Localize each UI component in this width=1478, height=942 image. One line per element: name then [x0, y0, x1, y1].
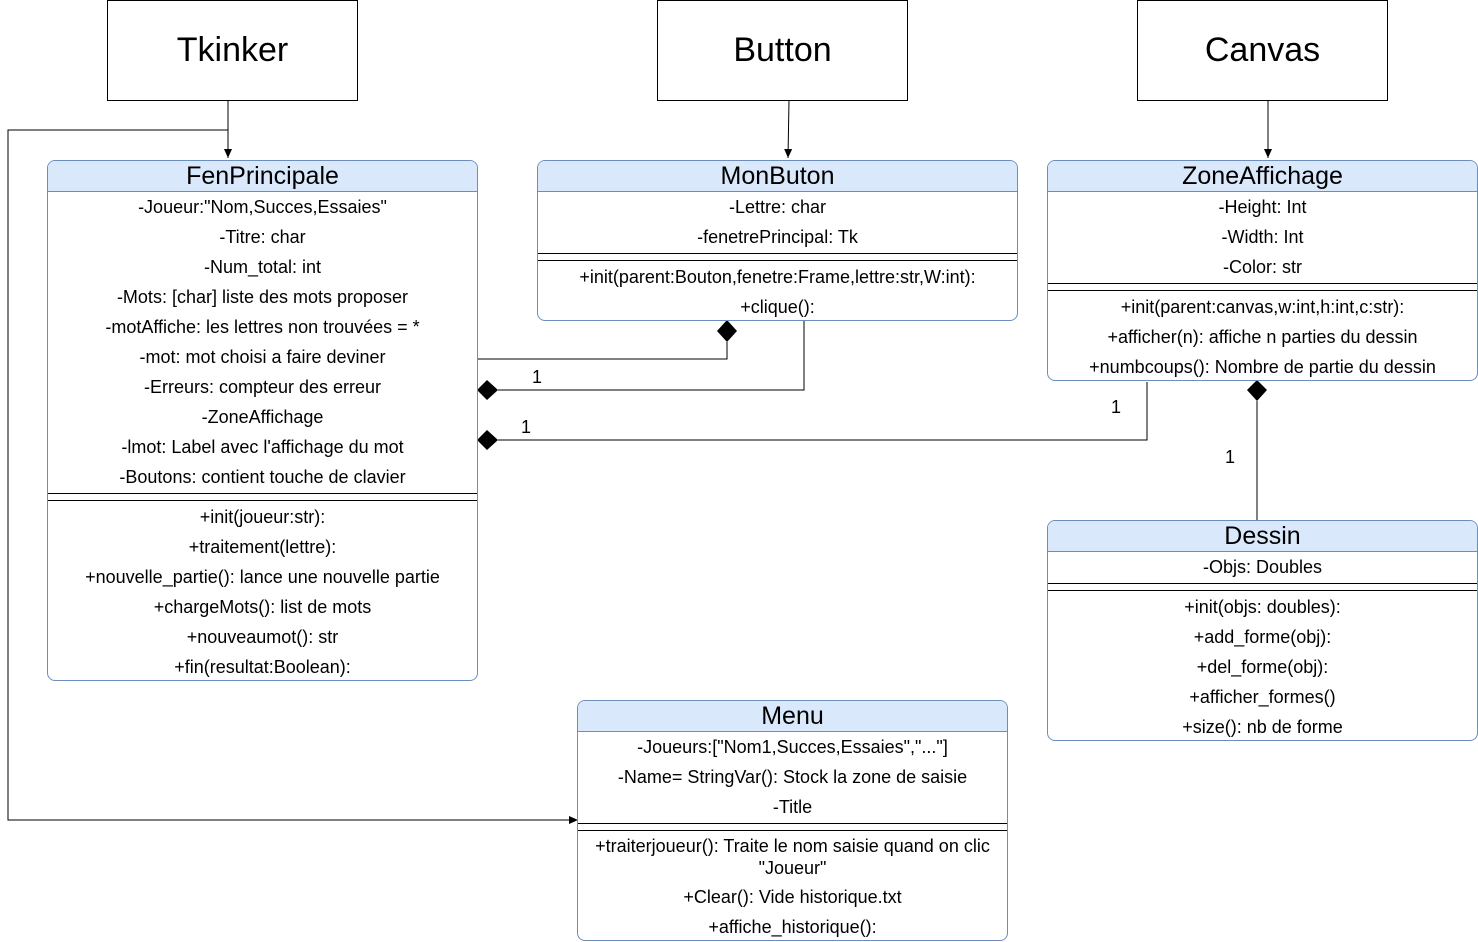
- class-name: MonButon: [538, 161, 1017, 192]
- attribute-row: -motAffiche: les lettres non trouvées = …: [105, 316, 420, 337]
- method-row: +fin(resultat:Boolean):: [174, 656, 351, 677]
- class-name: FenPrincipale: [48, 161, 477, 192]
- attribute-row: -Num_total: int: [203, 256, 322, 277]
- attribute-row: -Joueur:"Nom,Succes,Essaies": [138, 196, 387, 217]
- attribute-row: -ZoneAffichage: [201, 406, 324, 427]
- method-row: +init(parent:canvas,w:int,h:int,c:str):: [1120, 296, 1405, 317]
- class-zoneaffichage: ZoneAffichage -Height: Int -Width: Int -…: [1047, 160, 1478, 381]
- method-row: +chargeMots(): list de mots: [153, 596, 372, 617]
- method-list: +init(joueur:str): +traitement(lettre): …: [48, 502, 477, 680]
- method-row: +nouveaumot(): str: [186, 626, 339, 647]
- attribute-list: -Lettre: char -fenetrePrincipal: Tk: [538, 192, 1017, 252]
- multiplicity-label: 1: [1111, 397, 1122, 417]
- class-dessin: Dessin -Objs: Doubles +init(objs: double…: [1047, 520, 1478, 741]
- attribute-row: -Title: [772, 796, 813, 817]
- tkinker-box: Tkinker: [107, 0, 358, 101]
- canvas-label: Canvas: [1204, 31, 1321, 69]
- zone-composition-diamond: [1247, 380, 1267, 401]
- method-list: +init(parent:canvas,w:int,h:int,c:str): …: [1048, 292, 1477, 380]
- class-name: Menu: [578, 701, 1007, 732]
- fen-composition-diamond-upper: [477, 380, 498, 400]
- method-list: +init(parent:Bouton,fenetre:Frame,lettre…: [538, 262, 1017, 320]
- multiplicity-label: 1: [1225, 447, 1236, 467]
- attribute-row: -Titre: char: [219, 226, 306, 247]
- fen-to-monbuton-link: [478, 342, 728, 360]
- class-menu: Menu -Joueurs:["Nom1,Succes,Essaies","..…: [577, 700, 1008, 941]
- zone-to-fen-link: [498, 382, 1148, 441]
- method-row: +numbcoups(): Nombre de partie du dessin: [1089, 356, 1436, 377]
- attribute-row: -Erreurs: compteur des erreur: [143, 376, 382, 397]
- attribute-row: -Height: Int: [1218, 196, 1307, 217]
- attribute-row: -lmot: Label avec l'affichage du mot: [121, 436, 404, 457]
- attribute-row: -fenetrePrincipal: Tk: [697, 226, 858, 247]
- button-box: Button: [657, 0, 908, 101]
- attribute-row: -Objs: Doubles: [1202, 556, 1323, 577]
- method-row: +del_forme(obj):: [1196, 656, 1329, 677]
- class-name: ZoneAffichage: [1048, 161, 1477, 192]
- attribute-row: -Lettre: char: [728, 196, 827, 217]
- method-row: +affiche_historique():: [708, 916, 877, 937]
- class-name: Dessin: [1048, 521, 1477, 552]
- attribute-list: -Height: Int -Width: Int -Color: str: [1048, 192, 1477, 282]
- fen-composition-diamond-lower: [477, 430, 498, 450]
- button-to-monbuton-arrow: [784, 99, 793, 159]
- attribute-row: -Joueurs:["Nom1,Succes,Essaies","..."]: [637, 736, 948, 757]
- monbuton-to-fen-link: [498, 321, 805, 391]
- method-row: +clique():: [740, 296, 815, 317]
- button-label: Button: [733, 31, 832, 69]
- multiplicity-label: 1: [521, 417, 532, 437]
- attribute-list: -Joueur:"Nom,Succes,Essaies" -Titre: cha…: [48, 192, 477, 492]
- compartment-divider: [48, 493, 477, 501]
- method-row: +nouvelle_partie(): lance une nouvelle p…: [85, 566, 440, 587]
- attribute-row: -Name= StringVar(): Stock la zone de sai…: [617, 766, 968, 787]
- tkinker-to-menu-arrow: [7, 129, 578, 824]
- attribute-list: -Objs: Doubles: [1048, 552, 1477, 582]
- attribute-row: -mot: mot choisi a faire deviner: [139, 346, 386, 367]
- method-list: +traiterjoueur(): Traite le nom saisie q…: [578, 832, 1007, 940]
- method-row: +add_forme(obj):: [1193, 626, 1332, 647]
- method-row: +traiterjoueur(): Traite le nom saisie q…: [595, 836, 990, 878]
- monbuton-composition-diamond: [717, 320, 737, 342]
- compartment-divider: [1048, 583, 1477, 591]
- method-row: +init(parent:Bouton,fenetre:Frame,lettre…: [579, 266, 976, 287]
- method-row: +traitement(lettre):: [188, 536, 337, 557]
- method-row: +Clear(): Vide historique.txt: [683, 886, 902, 907]
- method-row: +init(objs: doubles):: [1184, 596, 1341, 617]
- class-monbuton: MonButon -Lettre: char -fenetrePrincipal…: [537, 160, 1018, 321]
- attribute-row: -Color: str: [1222, 256, 1302, 277]
- attribute-row: -Boutons: contient touche de clavier: [119, 466, 406, 487]
- canvas-box: Canvas: [1137, 0, 1388, 101]
- compartment-divider: [578, 823, 1007, 831]
- compartment-divider: [1048, 283, 1477, 291]
- attribute-row: -Mots: [char] liste des mots proposer: [116, 286, 409, 307]
- class-fenprincipale: FenPrincipale -Joueur:"Nom,Succes,Essaie…: [47, 160, 478, 681]
- attribute-list: -Joueurs:["Nom1,Succes,Essaies","..."] -…: [578, 732, 1007, 822]
- method-list: +init(objs: doubles): +add_forme(obj): +…: [1048, 592, 1477, 740]
- multiplicity-label: 1: [532, 367, 543, 387]
- attribute-row: -Width: Int: [1221, 226, 1304, 247]
- method-row: +size(): nb de forme: [1182, 716, 1343, 737]
- tkinker-label: Tkinker: [176, 31, 289, 69]
- method-row: +afficher_formes(): [1189, 686, 1336, 707]
- method-row: +afficher(n): affiche n parties du dessi…: [1107, 326, 1418, 347]
- method-row: +init(joueur:str):: [199, 506, 326, 527]
- compartment-divider: [538, 253, 1017, 261]
